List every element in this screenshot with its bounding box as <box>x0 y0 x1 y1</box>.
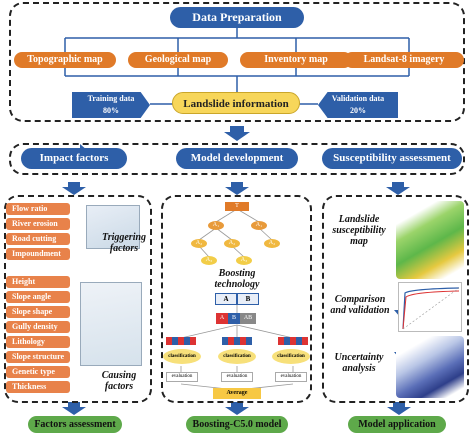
roc-curve-svg <box>402 287 460 330</box>
split-ab: AB <box>240 313 256 324</box>
tree-node-a2-1: A₂ <box>191 239 207 248</box>
boosting-technology-label: Boosting technology <box>214 268 260 290</box>
factor-slope-shape: Slope shape <box>6 306 70 318</box>
boosting-model-footer: Boosting-C5.0 model <box>186 416 288 433</box>
factor-height-difference: Height difference <box>6 276 70 298</box>
set-a-box: A <box>215 293 237 305</box>
uncertainty-analysis-label: Uncertainty analysis <box>334 352 384 374</box>
tree-node-a2-3: A₂ <box>264 239 280 248</box>
factor-impoundment: Impoundment <box>6 248 70 260</box>
source-topographic-map: Topographic map <box>14 52 116 68</box>
classification-1: classification <box>163 349 201 364</box>
source-inventory-map: Inventory map <box>240 52 352 68</box>
factor-road-cutting: Road cutting <box>6 233 70 245</box>
factor-river-erosion: River erosion <box>6 218 70 230</box>
impact-factors-header: Impact factors <box>21 148 127 169</box>
factor-slope-structure: Slope structure <box>6 351 70 363</box>
source-geological-map: Geological map <box>128 52 228 68</box>
model-development-frame <box>161 195 312 403</box>
validation-data: Validation data 20% <box>318 92 398 118</box>
sample-strip-1 <box>166 337 196 345</box>
training-data: Training data 80% <box>72 92 150 118</box>
tree-node-a3-1: A₃ <box>201 256 217 265</box>
classification-3: classification <box>272 349 310 364</box>
impact-factors-frame <box>4 195 152 403</box>
landslide-information: Landslide information <box>172 92 300 114</box>
tree-node-a1-right: A₁ <box>251 221 267 230</box>
data-preparation-frame <box>9 2 465 122</box>
model-application-footer: Model application <box>348 416 446 433</box>
factor-slope-angle: Slope angle <box>6 291 70 303</box>
tree-node-a1-left: A₁ <box>208 221 224 230</box>
sample-strip-3 <box>278 337 308 345</box>
factor-genetic-type: Genetic type <box>6 366 70 378</box>
factor-lithology: Lithology <box>6 336 70 348</box>
data-preparation-title: Data Preparation <box>170 7 304 28</box>
evaluation-2: evaluation <box>221 372 253 382</box>
average-box: Average <box>213 388 261 399</box>
evaluation-3: evaluation <box>275 372 307 382</box>
sample-strip-2 <box>222 337 252 345</box>
split-b: B <box>228 313 240 324</box>
susceptibility-frame <box>322 195 469 403</box>
triggering-maps-image <box>86 205 140 249</box>
set-b-box: B <box>237 293 259 305</box>
susceptibility-map-label: Landslide susceptibility map <box>332 214 386 247</box>
section-header-frame <box>9 143 465 175</box>
factors-assessment-footer: Factors assessment <box>28 416 122 433</box>
tree-root-node: T <box>225 202 249 211</box>
triggering-factors-label: Triggering factors <box>101 232 147 254</box>
causing-maps-image <box>80 282 142 366</box>
source-landsat-imagery: Landsat-8 imagery <box>344 52 464 68</box>
classification-2: classification <box>218 349 256 364</box>
uncertainty-map-image <box>396 336 464 398</box>
factor-flow-ratio: Flow ratio <box>6 203 70 215</box>
split-a: A <box>216 313 228 324</box>
tree-node-a2-2: A₂ <box>224 239 240 248</box>
susceptibility-map-image <box>396 201 464 279</box>
susceptibility-assessment-header: Susceptibility assessment <box>322 148 462 169</box>
factor-gully-density: Gully density <box>6 321 70 333</box>
evaluation-1: evaluation <box>166 372 198 382</box>
model-development-header: Model development <box>176 148 298 169</box>
comparison-validation-label: Comparison and validation <box>330 294 390 316</box>
tree-node-a3-2: A₃ <box>236 256 252 265</box>
factor-thickness: Thickness <box>6 381 70 393</box>
roc-curve-image <box>398 282 462 332</box>
causing-factors-label: Causing factors <box>101 370 137 392</box>
